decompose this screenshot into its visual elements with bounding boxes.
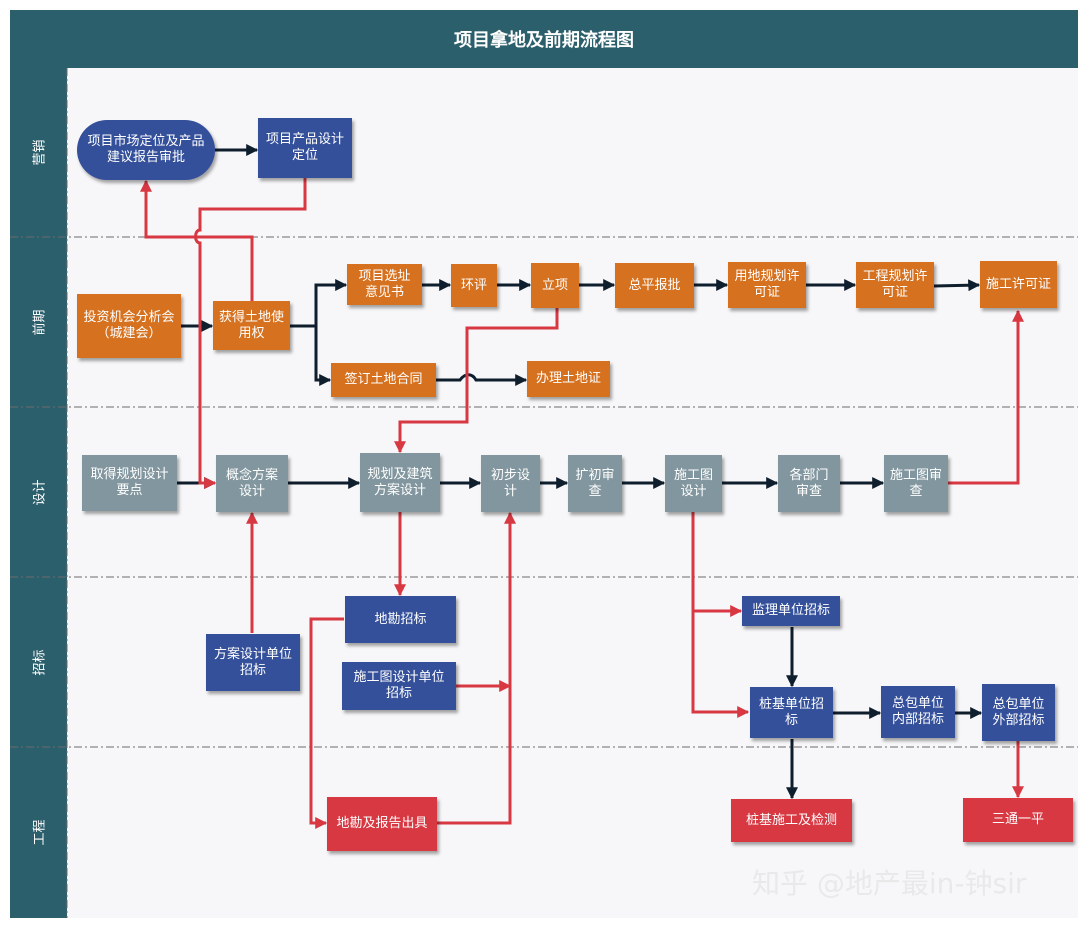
- node-prelim-design: 初步设计: [481, 455, 540, 512]
- node-supervise-tender: 监理单位招标: [742, 596, 840, 626]
- node-gc-external: 总包单位外部招标: [982, 684, 1055, 741]
- node-land-permit: 用地规划许可证: [728, 262, 806, 308]
- node-construct-permit: 施工许可证: [980, 261, 1057, 308]
- node-expand-review: 扩初审查: [568, 455, 622, 512]
- node-env-assess: 环评: [451, 264, 497, 307]
- lane-header-column: [10, 68, 67, 918]
- node-market-review: 项目市场定位及产品建议报告审批: [77, 120, 215, 180]
- node-eng-permit: 工程规划许可证: [856, 262, 934, 308]
- lane-label-marketing: 营销: [32, 139, 48, 166]
- node-construction-drawing: 施工图设计: [665, 455, 722, 512]
- lane-label-preliminary: 前期: [32, 308, 48, 336]
- watermark-text: 知乎 @地产最in-钟sir: [752, 867, 1027, 900]
- lane-label-tender: 招标: [32, 648, 48, 676]
- node-product-design: 项目产品设计定位: [258, 118, 352, 178]
- node-plan-points: 取得规划设计要点: [82, 455, 177, 511]
- node-drawing-review: 施工图审查: [884, 455, 948, 512]
- node-gc-internal: 总包单位内部招标: [881, 686, 955, 738]
- node-survey-report: 地勘及报告出具: [327, 797, 437, 851]
- chart-title: 项目拿地及前期流程图: [10, 10, 1078, 68]
- lane-label-design: 设计: [32, 478, 48, 506]
- node-pile-work: 桩基施工及检测: [731, 799, 852, 842]
- node-land-cert: 办理土地证: [527, 361, 610, 397]
- node-land-right: 获得土地使用权: [213, 301, 290, 350]
- node-land-contract: 签订土地合同: [331, 363, 436, 397]
- lane-label-engineering: 工程: [32, 819, 48, 846]
- node-arch-design: 规划及建筑方案设计: [360, 453, 440, 512]
- node-drawing-tender: 施工图设计单位招标: [342, 662, 456, 710]
- node-pile-tender: 桩基单位招标: [750, 687, 833, 738]
- node-dept-review: 各部门审查: [778, 455, 840, 512]
- node-scheme-tender: 方案设计单位招标: [206, 634, 300, 691]
- node-master-plan: 总平报批: [615, 263, 694, 308]
- node-survey-tender: 地勘招标: [345, 596, 456, 643]
- node-invest-analysis: 投资机会分析会（城建会）: [77, 294, 181, 358]
- node-site-opinion: 项目选址意见书: [347, 264, 422, 305]
- node-project-approval: 立项: [531, 263, 579, 308]
- node-concept-design: 概念方案设计: [216, 455, 288, 512]
- node-three-one: 三通一平: [963, 798, 1073, 842]
